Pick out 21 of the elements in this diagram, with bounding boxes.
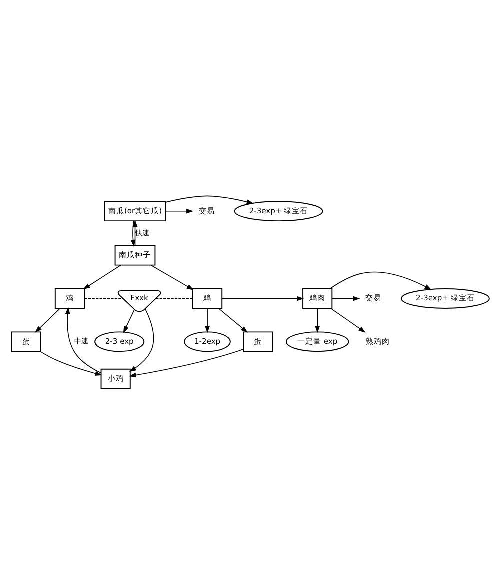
- arrow: [34, 308, 60, 332]
- arrow: [128, 348, 244, 378]
- arrow: [40, 350, 102, 376]
- connector: [84, 298, 123, 299]
- arrow: [128, 308, 154, 372]
- arrow: [164, 195, 254, 204]
- arrow: [218, 308, 248, 332]
- arrow: [130, 220, 136, 247]
- arrow: [329, 271, 432, 290]
- arrow: [64, 306, 102, 373]
- arrow: [122, 308, 135, 333]
- arrow: [204, 308, 210, 333]
- arrow: [330, 308, 366, 332]
- arrow: [314, 308, 320, 333]
- arrow: [132, 220, 138, 246]
- arrow: [82, 264, 121, 290]
- arrow: [150, 264, 194, 290]
- arrow: [331, 296, 360, 301]
- connector: [155, 298, 193, 299]
- arrow: [164, 208, 194, 214]
- arrow: [221, 296, 304, 301]
